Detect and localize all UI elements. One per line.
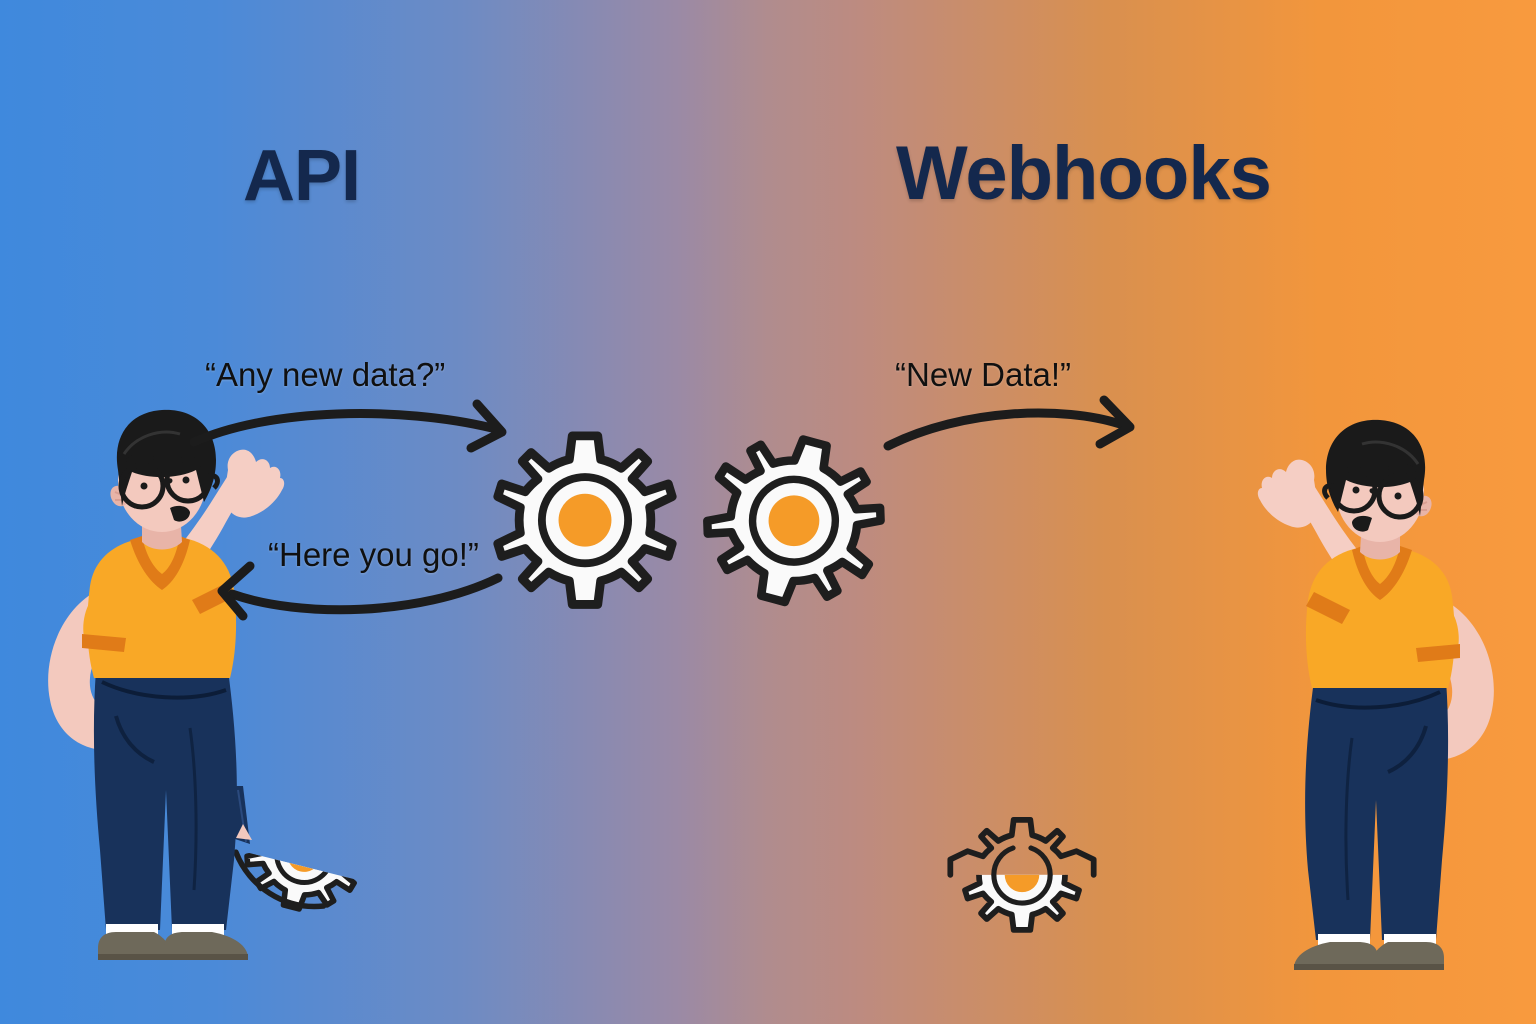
label-any-new-data: “Any new data?” — [205, 356, 446, 393]
gear-partial-bottom-left — [233, 849, 370, 920]
heading-webhooks: Webhooks — [896, 131, 1272, 216]
label-new-data: “New Data!” — [895, 356, 1072, 393]
character-webhook-receiver — [1258, 420, 1494, 970]
gear-shard-navy — [220, 786, 252, 844]
heading-api: API — [243, 136, 361, 216]
gear-left — [498, 436, 672, 605]
character-api-client — [48, 410, 284, 960]
gear-right — [692, 421, 895, 620]
api-request-arrow — [189, 399, 507, 453]
label-here-you-go: “Here you go!” — [268, 536, 479, 573]
webhook-push-arrow — [883, 395, 1135, 451]
gear-partial-bottom-right — [947, 816, 1097, 930]
